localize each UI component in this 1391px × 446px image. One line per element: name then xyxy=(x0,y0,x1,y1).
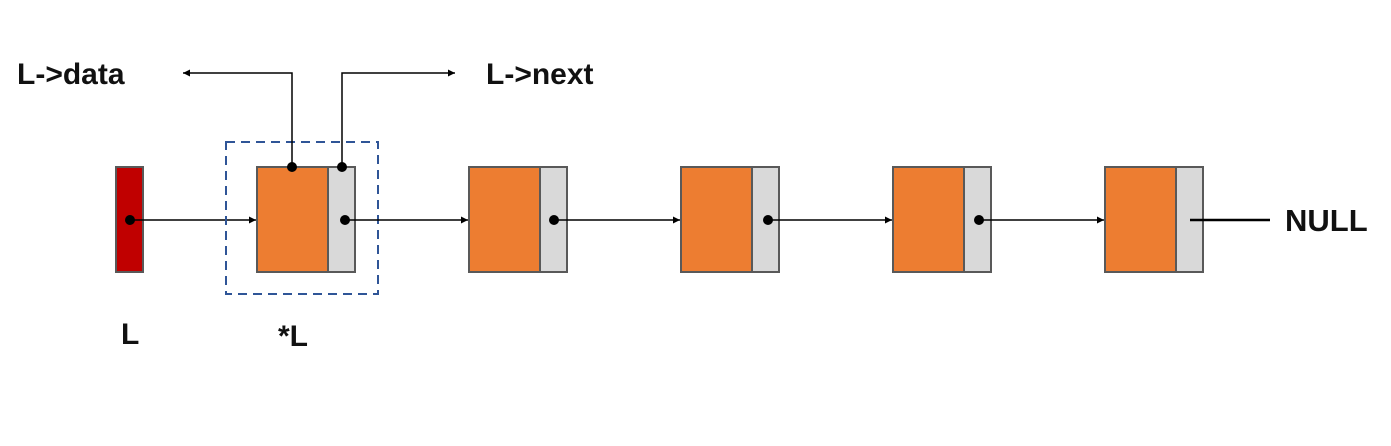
node-1-data-cell xyxy=(256,166,329,273)
node-2 xyxy=(468,166,568,273)
next-field-label: L->next xyxy=(486,58,594,91)
head-pointer-label: L xyxy=(121,318,139,351)
node-1 xyxy=(256,166,356,273)
node-2-data-cell xyxy=(468,166,541,273)
node-5 xyxy=(1104,166,1204,273)
node-5-data-cell xyxy=(1104,166,1177,273)
data-field-label: L->data xyxy=(17,58,125,91)
head-node-label: *L xyxy=(278,320,308,353)
null-label: NULL xyxy=(1285,203,1368,238)
next-field-connector xyxy=(341,69,455,167)
node-4-data-cell xyxy=(892,166,965,273)
node-4 xyxy=(892,166,992,273)
node-3-data-cell xyxy=(680,166,753,273)
node-3 xyxy=(680,166,780,273)
data-field-connector xyxy=(183,69,293,167)
head-node-highlight xyxy=(225,141,379,295)
